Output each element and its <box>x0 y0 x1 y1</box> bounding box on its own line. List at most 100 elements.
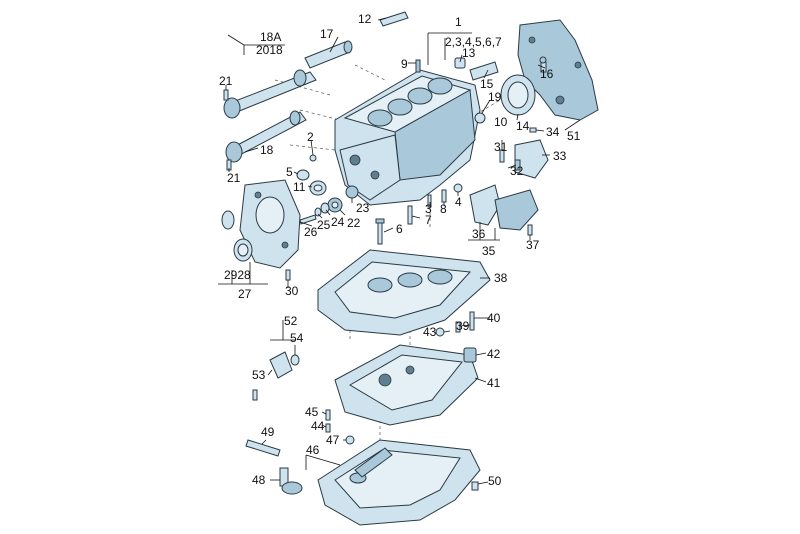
callout-21a: 21 <box>219 74 233 88</box>
callout-2928: 2928 <box>224 268 251 282</box>
callout-35: 35 <box>482 244 496 258</box>
callout-2-7: 2,3,4,5,6,7 <box>445 35 502 49</box>
callout-17: 17 <box>320 27 334 41</box>
bolt-7 <box>407 205 413 225</box>
pin-34 <box>529 127 537 133</box>
callout-15: 15 <box>480 77 494 91</box>
bolt-6 <box>375 218 385 245</box>
gear-22 <box>327 197 343 213</box>
callout-2018: 2018 <box>256 43 283 57</box>
callout-30: 30 <box>285 284 299 298</box>
gear-23 <box>345 185 359 199</box>
seal-11 <box>309 180 327 196</box>
baffle-plate <box>334 344 479 426</box>
sensor-48 <box>279 467 303 495</box>
callout-23: 23 <box>356 201 370 215</box>
callout-12: 12 <box>358 12 372 26</box>
callout-labels: 1 2,3,4,5,6,7 9 12 13 15 16 17 18A 2018 … <box>219 12 581 488</box>
callout-21b: 21 <box>227 171 241 185</box>
callout-4: 4 <box>455 195 462 209</box>
callout-19: 19 <box>488 90 502 104</box>
sleeve-13 <box>454 57 466 69</box>
balance-shaft-lower <box>225 110 307 163</box>
oil-pump-36 <box>469 184 539 231</box>
bolt-37 <box>527 224 533 236</box>
drain-plug-50 <box>471 481 479 491</box>
plug-47 <box>345 435 355 445</box>
callout-42: 42 <box>487 347 501 361</box>
leader-lines <box>218 17 581 485</box>
callout-6: 6 <box>396 222 403 236</box>
callout-1: 1 <box>455 15 462 29</box>
callout-45: 45 <box>305 405 319 419</box>
bolt-26 <box>299 214 317 225</box>
washer-25 <box>314 207 322 217</box>
balance-shaft-tube-17 <box>304 40 353 69</box>
callout-38: 38 <box>494 271 508 285</box>
callout-41: 41 <box>487 376 501 390</box>
pin-9 <box>415 59 421 73</box>
callout-27: 27 <box>238 287 252 301</box>
plug-43 <box>435 327 445 337</box>
callout-52: 52 <box>284 314 298 328</box>
callout-48: 48 <box>252 473 266 487</box>
callout-7: 7 <box>425 213 432 227</box>
bolt-53 <box>252 389 258 401</box>
bolt-8 <box>441 189 447 203</box>
plug-2 <box>309 154 317 162</box>
callout-54: 54 <box>290 331 304 345</box>
seal-54 <box>290 354 300 366</box>
callout-51: 51 <box>567 129 581 143</box>
callout-44: 44 <box>311 419 325 433</box>
balance-shaft-upper <box>223 69 317 119</box>
callout-8: 8 <box>440 202 447 216</box>
callout-18A: 18A <box>260 30 281 44</box>
callout-34: 34 <box>546 125 560 139</box>
callout-22: 22 <box>347 216 361 230</box>
callout-5: 5 <box>286 165 293 179</box>
callout-33: 33 <box>553 149 567 163</box>
oil-sump <box>317 439 481 526</box>
callout-11: 11 <box>293 180 306 194</box>
callout-40: 40 <box>487 311 501 325</box>
callout-14: 14 <box>516 119 530 133</box>
callout-39: 39 <box>456 319 470 333</box>
bolt-3 <box>427 194 432 208</box>
callout-31: 31 <box>494 140 508 154</box>
callout-16: 16 <box>540 67 554 81</box>
callout-26: 26 <box>304 225 318 239</box>
bolt-21a <box>223 89 229 101</box>
callout-47: 47 <box>326 433 340 447</box>
pickup-tube <box>354 447 393 478</box>
callout-46: 46 <box>306 443 320 457</box>
seal-29 <box>221 210 235 230</box>
callout-37: 37 <box>526 238 540 252</box>
crankshaft-seal-flange <box>500 74 536 116</box>
sensor-52 <box>269 351 293 379</box>
seal-5 <box>296 169 310 181</box>
timing-cover <box>239 179 301 269</box>
callout-53: 53 <box>252 368 266 382</box>
callout-10: 10 <box>494 115 508 129</box>
callout-32: 32 <box>510 164 524 178</box>
callout-3: 3 <box>425 202 432 216</box>
plate-49 <box>245 439 281 457</box>
callout-2: 2 <box>307 130 314 144</box>
plug-19 <box>474 112 486 124</box>
bolt-45 <box>325 409 331 421</box>
callout-36: 36 <box>472 227 486 241</box>
bolt-44 <box>325 423 331 433</box>
bearing-ladder-frame <box>317 249 491 336</box>
bracket-15 <box>469 61 499 81</box>
cylinder-block <box>334 69 481 206</box>
callout-49: 49 <box>261 425 275 439</box>
dowel-12 <box>379 11 409 27</box>
callout-50: 50 <box>488 474 502 488</box>
sensor-42 <box>463 347 477 363</box>
callout-43: 43 <box>423 325 437 339</box>
callout-25: 25 <box>317 218 331 232</box>
callout-24: 24 <box>331 215 345 229</box>
bolt-40 <box>469 311 475 331</box>
callout-13: 13 <box>462 46 476 60</box>
